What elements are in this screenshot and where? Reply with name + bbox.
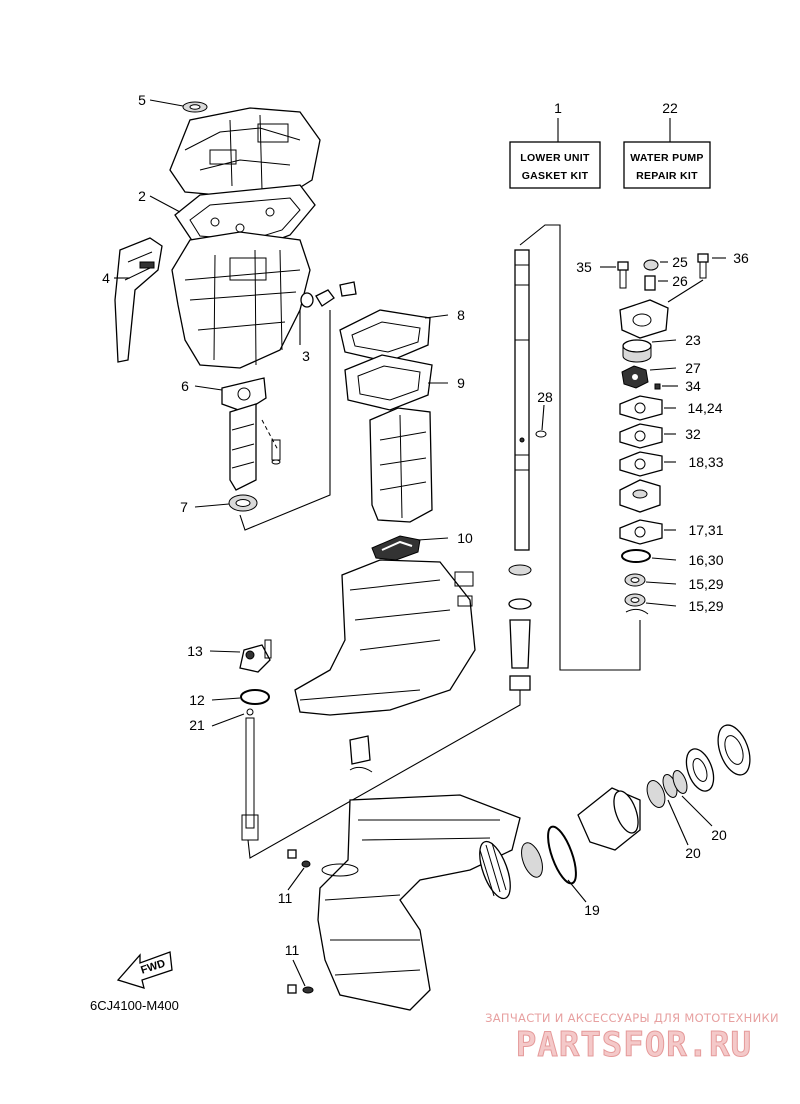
bolt-36-part[interactable] bbox=[697, 253, 709, 279]
gasket-9-part[interactable] bbox=[344, 354, 433, 411]
callout-16-30[interactable]: 16,30 bbox=[688, 552, 723, 568]
upper-casing-part[interactable] bbox=[171, 231, 311, 369]
callout-3[interactable]: 3 bbox=[302, 348, 310, 364]
callout-22[interactable]: 22 bbox=[662, 100, 678, 116]
watermark-logo: PARTSFOR.RU bbox=[516, 1025, 752, 1065]
shift-rod-assembly[interactable] bbox=[239, 639, 272, 841]
grommet-25-part[interactable] bbox=[643, 259, 659, 271]
oil-seal-20b-part[interactable] bbox=[670, 769, 689, 796]
callout-20-b[interactable]: 20 bbox=[711, 827, 727, 843]
plug-11a-part[interactable] bbox=[287, 849, 311, 868]
forward-direction-arrow: FWD bbox=[116, 951, 173, 989]
watermark: ЗАПЧАСТИ И АКСЕССУАРЫ ДЛЯ МОТОТЕХНИКИ PA… bbox=[485, 1011, 779, 1066]
propeller-shaft-housing-part[interactable] bbox=[577, 778, 668, 851]
pin-28-part[interactable] bbox=[535, 430, 547, 438]
gasket-kit-line1: LOWER UNIT bbox=[520, 152, 590, 164]
callout-32[interactable]: 32 bbox=[685, 426, 701, 442]
drive-shaft-bearing-parts[interactable] bbox=[508, 564, 532, 691]
gasket-18-33-part[interactable] bbox=[619, 451, 663, 477]
water-tube-part[interactable] bbox=[229, 403, 281, 491]
callout-28[interactable]: 28 bbox=[537, 389, 553, 405]
impeller-27-part[interactable] bbox=[621, 365, 649, 389]
gasket-17-31-part[interactable] bbox=[619, 519, 663, 545]
callout-27[interactable]: 27 bbox=[685, 360, 701, 376]
callout-26[interactable]: 26 bbox=[672, 273, 688, 289]
o-ring-16-30-part[interactable] bbox=[621, 549, 651, 563]
callout-9[interactable]: 9 bbox=[457, 375, 465, 391]
callout-7[interactable]: 7 bbox=[180, 499, 188, 515]
callout-35[interactable]: 35 bbox=[576, 259, 592, 275]
exhaust-guide-part[interactable] bbox=[169, 107, 321, 201]
callout-21[interactable]: 21 bbox=[189, 717, 205, 733]
oil-seal-15-29a-part[interactable] bbox=[624, 573, 646, 587]
callout-14-24[interactable]: 14,24 bbox=[687, 400, 722, 416]
gasket-kit-line2: GASKET KIT bbox=[522, 170, 589, 182]
insert-cartridge-23-part[interactable] bbox=[622, 339, 652, 363]
gasket-14-24-part[interactable] bbox=[619, 395, 663, 421]
exhaust-plate-part[interactable] bbox=[221, 377, 267, 413]
callout-6[interactable]: 6 bbox=[181, 378, 189, 394]
diagram-reference: 6CJ4100-M400 bbox=[90, 998, 179, 1013]
drive-shaft-part[interactable] bbox=[514, 249, 530, 551]
bracket-part[interactable] bbox=[114, 237, 163, 363]
oil-seal-housing-part[interactable] bbox=[619, 479, 661, 513]
outer-plate-32-part[interactable] bbox=[619, 423, 663, 449]
callout-18-33[interactable]: 18,33 bbox=[688, 454, 723, 470]
callout-36[interactable]: 36 bbox=[733, 250, 749, 266]
key-34-part[interactable] bbox=[654, 383, 661, 390]
upper-case-housing-part[interactable] bbox=[294, 559, 476, 716]
oil-seal-7-part[interactable] bbox=[228, 494, 258, 512]
oil-seal-15-29b-part[interactable] bbox=[624, 593, 646, 607]
bearing-part[interactable] bbox=[517, 840, 546, 880]
callout-15-29-b[interactable]: 15,29 bbox=[688, 598, 723, 614]
callout-5[interactable]: 5 bbox=[138, 92, 146, 108]
callout-19[interactable]: 19 bbox=[584, 902, 600, 918]
callout-34[interactable]: 34 bbox=[685, 378, 701, 394]
bolt-35-part[interactable] bbox=[617, 261, 629, 289]
forward-gear-part[interactable] bbox=[473, 838, 516, 903]
lower-case-part[interactable] bbox=[317, 794, 521, 1011]
callout-25[interactable]: 25 bbox=[672, 254, 688, 270]
callout-23[interactable]: 23 bbox=[685, 332, 701, 348]
pump-kit-line2: REPAIR KIT bbox=[636, 170, 698, 182]
callout-4[interactable]: 4 bbox=[102, 270, 110, 286]
callout-1[interactable]: 1 bbox=[554, 100, 562, 116]
screen-part[interactable] bbox=[349, 735, 373, 773]
gasket-8-part[interactable] bbox=[339, 309, 431, 363]
rubber-seal-10-part[interactable] bbox=[371, 535, 421, 561]
callout-12[interactable]: 12 bbox=[189, 692, 205, 708]
insert-26-part[interactable] bbox=[644, 275, 656, 291]
callout-8[interactable]: 8 bbox=[457, 307, 465, 323]
callout-13[interactable]: 13 bbox=[187, 643, 203, 659]
pump-kit-line1: WATER PUMP bbox=[630, 152, 703, 164]
exhaust-manifold-part[interactable] bbox=[369, 407, 433, 523]
callout-11-b[interactable]: 11 bbox=[285, 942, 300, 958]
water-pump-kit-box[interactable]: WATER PUMP REPAIR KIT bbox=[623, 118, 711, 189]
pump-housing-part[interactable] bbox=[619, 299, 669, 339]
circlip-part bbox=[625, 608, 649, 615]
spacer-ring-part[interactable] bbox=[681, 745, 719, 795]
callout-17-31[interactable]: 17,31 bbox=[688, 522, 723, 538]
watermark-tagline: ЗАПЧАСТИ И АКСЕССУАРЫ ДЛЯ МОТОТЕХНИКИ bbox=[485, 1011, 779, 1025]
callout-20-a[interactable]: 20 bbox=[685, 845, 701, 861]
callout-15-29-a[interactable]: 15,29 bbox=[688, 576, 723, 592]
callout-2[interactable]: 2 bbox=[138, 188, 146, 204]
gasket-kit-box[interactable]: LOWER UNIT GASKET KIT bbox=[509, 118, 601, 189]
plug-11b-part[interactable] bbox=[287, 984, 314, 994]
callout-11-a[interactable]: 11 bbox=[278, 890, 293, 906]
oil-seal-part[interactable] bbox=[182, 101, 208, 113]
o-ring-19-part[interactable] bbox=[542, 823, 581, 886]
hose-fittings[interactable] bbox=[300, 281, 357, 308]
ring-nut-part[interactable] bbox=[712, 721, 756, 779]
callout-10[interactable]: 10 bbox=[457, 530, 473, 546]
